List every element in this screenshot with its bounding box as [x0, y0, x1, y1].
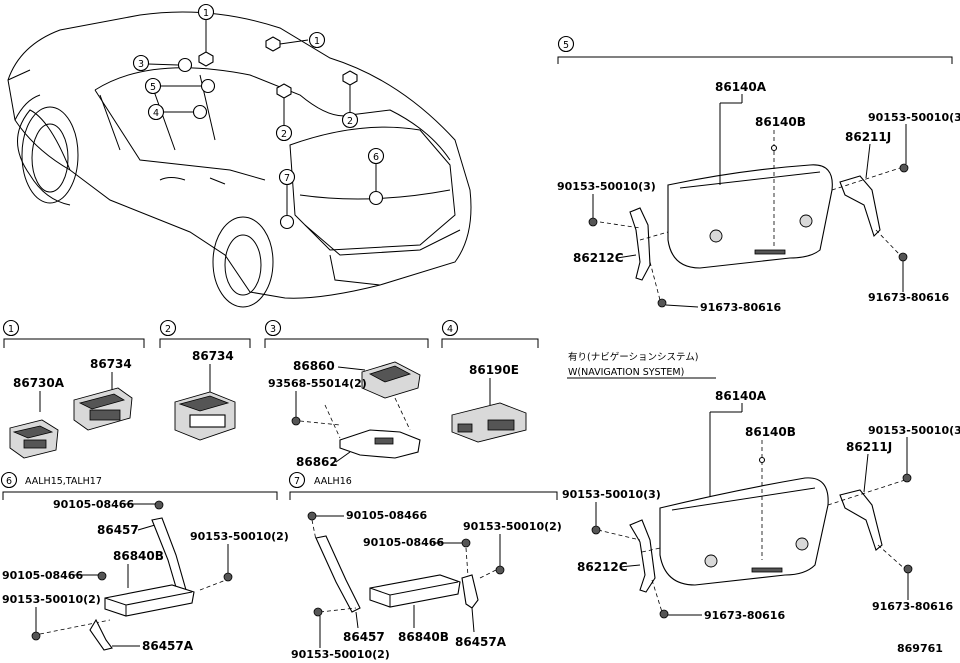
nav-title-en: W(NAVIGATION SYSTEM): [568, 367, 684, 378]
svg-text:4: 4: [153, 108, 159, 119]
nav-label-86212C: 86212C: [577, 560, 628, 574]
s6-label-90153-left: 90153-50010(2): [2, 593, 101, 606]
svg-text:2: 2: [347, 116, 353, 127]
label-86730A: 86730A: [13, 376, 65, 390]
section-7-title: AALH16: [314, 476, 352, 487]
svg-text:5: 5: [150, 82, 156, 93]
s7-label-90105-top: 90105-08466: [346, 509, 427, 522]
s6-label-86457A: 86457A: [142, 639, 194, 653]
nav-label-91673-right: 91673-80616: [872, 600, 953, 613]
s7-label-90153-right: 90153-50010(2): [463, 520, 562, 533]
callout-4: 4: [147, 103, 165, 121]
s6-label-90105-left: 90105-08466: [2, 569, 83, 582]
section-5-display-panel: 5 86140A 86140B 90153-50010(3) 86211J 90…: [557, 35, 960, 314]
label-86862: 86862: [296, 455, 338, 469]
label-90153-left: 90153-50010(3): [557, 180, 656, 193]
vehicle-overview: 1 1 3 5 4 2 2 6 7: [7, 3, 472, 308]
section-1-switches: 1 86734 86730A: [2, 319, 145, 459]
callout-3: 3: [132, 54, 150, 72]
section-6-aalh15: 6 AALH15,TALH17 90105-08466 86457 90153-…: [0, 471, 289, 653]
label-91673-left: 91673-80616: [700, 301, 781, 314]
label-86211J: 86211J: [845, 130, 891, 144]
s7-label-90105-mid: 90105-08466: [363, 536, 444, 549]
label-86860: 86860: [293, 359, 335, 373]
section-4-usb-port: 4 86190E: [441, 319, 539, 443]
s6-label-86840B: 86840B: [113, 549, 164, 563]
callout-1-top: 1: [197, 3, 215, 21]
label-86140B: 86140B: [755, 115, 806, 129]
callout-6: 6: [367, 147, 385, 165]
label-93568: 93568-55014(2): [268, 377, 367, 390]
label-86212C: 86212C: [573, 251, 624, 265]
s6-label-86457: 86457: [97, 523, 139, 537]
label-86140A: 86140A: [715, 80, 767, 94]
label-91673-right: 91673-80616: [868, 291, 949, 304]
nav-label-86140A: 86140A: [715, 389, 767, 403]
svg-text:2: 2: [165, 324, 171, 335]
svg-text:1: 1: [314, 36, 320, 47]
callout-2-right: 2: [341, 111, 359, 129]
svg-text:1: 1: [8, 324, 14, 335]
nav-label-86140B: 86140B: [745, 425, 796, 439]
svg-text:6: 6: [6, 476, 12, 487]
callout-7: 7: [278, 168, 296, 186]
nav-label-90153-upper-right: 90153-50010(3): [868, 424, 960, 437]
section-2-switch: 2 86734: [159, 319, 251, 441]
s7-label-86457: 86457: [343, 630, 385, 644]
section-3-control-unit: 3 86860 93568-55014(2) 86862: [264, 319, 429, 469]
nav-label-91673-left: 91673-80616: [704, 609, 785, 622]
s6-label-90105-top: 90105-08466: [53, 498, 134, 511]
label-90153-upper-right: 90153-50010(3): [868, 111, 960, 124]
callout-1-right: 1: [308, 31, 326, 49]
svg-text:7: 7: [284, 173, 290, 184]
svg-text:6: 6: [373, 152, 379, 163]
section-6-title: AALH15,TALH17: [25, 476, 102, 487]
svg-text:7: 7: [294, 476, 300, 487]
svg-text:5: 5: [563, 40, 569, 51]
section-nav-display-panel: 有り(ナビゲーションシステム) W(NAVIGATION SYSTEM) 861…: [562, 351, 960, 655]
s7-label-86840B: 86840B: [398, 630, 449, 644]
nav-title-jp: 有り(ナビゲーションシステム): [568, 351, 698, 363]
nav-label-90153-left: 90153-50010(3): [562, 488, 661, 501]
callout-5: 5: [144, 77, 162, 95]
diagram-id: 869761: [897, 642, 943, 655]
section-7-aalh16: 7 AALH16 90105-08466 90105-08466 90153-5…: [288, 471, 562, 661]
label-86734-s2: 86734: [192, 349, 234, 363]
svg-text:4: 4: [447, 324, 453, 335]
nav-label-86211J: 86211J: [846, 440, 892, 454]
label-86734-s1: 86734: [90, 357, 132, 371]
s7-label-86457A: 86457A: [455, 635, 507, 649]
svg-text:1: 1: [203, 8, 209, 19]
svg-text:2: 2: [281, 129, 287, 140]
s6-label-90153-right: 90153-50010(2): [190, 530, 289, 543]
svg-text:3: 3: [138, 59, 144, 70]
s7-label-90153-bottom: 90153-50010(2): [291, 648, 390, 661]
callout-2-left: 2: [275, 124, 293, 142]
label-86190E: 86190E: [469, 363, 519, 377]
svg-text:3: 3: [270, 324, 276, 335]
